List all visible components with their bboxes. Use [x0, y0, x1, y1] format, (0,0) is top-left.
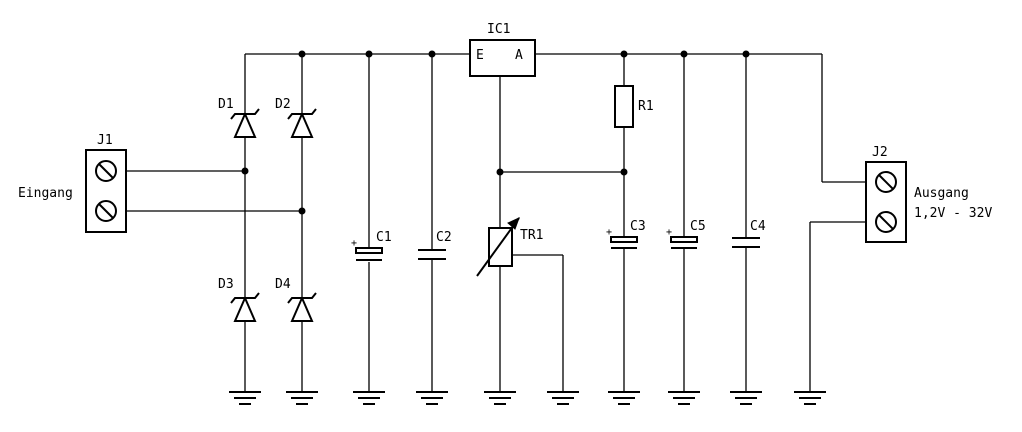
junction-dots: [241, 50, 750, 215]
d3-label: D3: [218, 277, 234, 292]
tr1-label: TR1: [520, 228, 543, 243]
c1-polarity: +: [351, 238, 357, 249]
output-connector-j2: J2 Ausgang 1,2V - 32V: [865, 145, 992, 243]
diode-d4: D4: [275, 277, 317, 322]
c1-label: C1: [376, 230, 392, 245]
output-label-line1: Ausgang: [914, 186, 969, 201]
c2-label: C2: [436, 230, 452, 245]
capacitor-c3: + C3: [606, 219, 646, 249]
ic1-pin-in: E: [476, 48, 484, 63]
ground-symbol: [608, 391, 640, 405]
input-connector-j1: J1 Eingang: [18, 133, 127, 233]
ground-symbol: [794, 391, 826, 405]
j1-label: J1: [97, 133, 113, 148]
diode-d2: D2: [275, 97, 317, 138]
trimmer-tr1: TR1: [476, 217, 543, 277]
d1-label: D1: [218, 97, 234, 112]
diode-d3: D3: [218, 277, 260, 322]
ground-symbol: [229, 391, 261, 405]
c5-polarity: +: [666, 227, 672, 238]
d4-label: D4: [275, 277, 291, 292]
resistor-r1: R1: [614, 85, 654, 128]
ground-symbol: [730, 391, 762, 405]
c3-label: C3: [630, 219, 646, 234]
ground-symbol: [416, 391, 448, 405]
capacitor-c5: + C5: [666, 219, 706, 249]
capacitor-c1: + C1: [351, 230, 392, 261]
diode-d1: D1: [218, 97, 260, 138]
wires: [126, 53, 866, 392]
j2-label: J2: [872, 145, 888, 160]
c4-label: C4: [750, 219, 766, 234]
r1-label: R1: [638, 99, 654, 114]
ic1-pin-out: A: [515, 48, 523, 63]
c5-label: C5: [690, 219, 706, 234]
regulator-ic1: IC1 E A: [469, 22, 536, 77]
ic1-label: IC1: [487, 22, 510, 37]
input-label: Eingang: [18, 186, 73, 201]
capacitor-c2: C2: [418, 230, 452, 260]
ground-symbol: [286, 391, 318, 405]
output-label-line2: 1,2V - 32V: [914, 206, 992, 221]
c3-polarity: +: [606, 227, 612, 238]
ground-symbols: [229, 391, 826, 405]
capacitor-c4: C4: [732, 219, 766, 248]
ground-symbol: [547, 391, 579, 405]
ground-symbol: [353, 391, 385, 405]
ground-symbol: [668, 391, 700, 405]
d2-label: D2: [275, 97, 291, 112]
ground-symbol: [484, 391, 516, 405]
